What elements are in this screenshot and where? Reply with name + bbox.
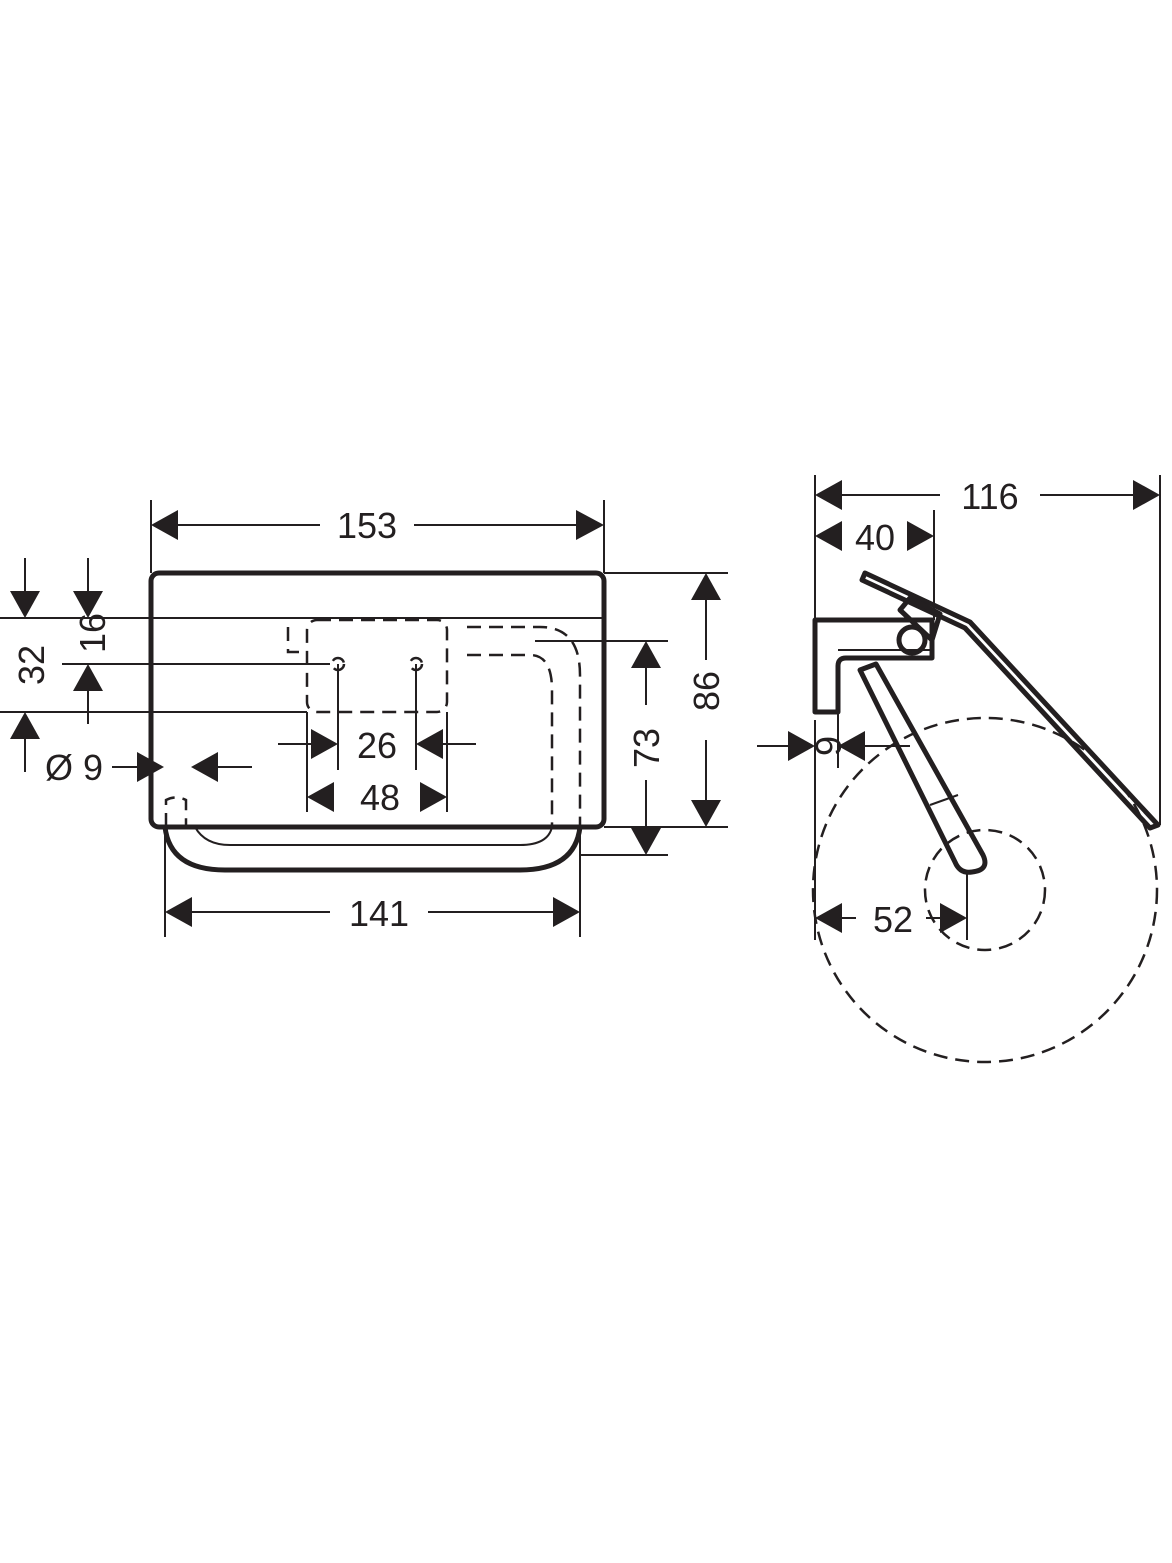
wall-bracket (812, 617, 935, 715)
paper-roll-hidden (811, 716, 1159, 1064)
label-16: 16 (72, 613, 113, 653)
mounting-plate-hidden (305, 618, 449, 714)
hidden-bar-outer (467, 625, 582, 827)
label-40: 40 (855, 517, 895, 558)
arrow-40-right (907, 521, 934, 551)
cover-outline (148, 570, 607, 830)
arrow-52-right (940, 903, 967, 933)
arrow-16-bottom (73, 664, 103, 691)
arrow-32-bottom (10, 712, 40, 739)
bar-inner-line (194, 826, 553, 846)
arrow-dia9-left (137, 752, 164, 782)
arrow-9-right (838, 731, 865, 761)
label-73: 73 (626, 728, 667, 768)
label-48: 48 (360, 777, 400, 818)
arrow-141-left (165, 897, 192, 927)
roll-core-hidden (923, 828, 1047, 952)
label-26: 26 (357, 725, 397, 766)
arrow-116-right (1133, 480, 1160, 510)
arrow-40-left (815, 521, 842, 551)
arrow-73-top (631, 641, 661, 668)
arrow-dia9-right (191, 752, 218, 782)
label-141: 141 (349, 893, 409, 934)
front-view: 153 141 86 73 32 (0, 500, 728, 937)
label-dia9: Ø 9 (45, 747, 103, 788)
arrow-153-right (576, 510, 604, 540)
arrow-73-bottom (631, 828, 661, 855)
roll-arm-detail (929, 794, 959, 806)
label-153: 153 (337, 505, 397, 546)
hidden-bar-inner (467, 653, 554, 827)
label-9-side: 9 (808, 736, 849, 756)
side-cover (859, 570, 1161, 831)
arrow-153-left (151, 510, 178, 540)
arrow-52-left (815, 903, 842, 933)
arrow-16-top (73, 591, 103, 618)
hinge-pin (896, 624, 928, 656)
arrow-48-left (307, 782, 334, 812)
arrow-116-left (815, 480, 842, 510)
arrow-141-right (553, 897, 580, 927)
arrow-26-right (416, 729, 443, 759)
arrow-48-right (420, 782, 447, 812)
arrow-32-top (10, 591, 40, 618)
label-52: 52 (873, 899, 913, 940)
roll-arm (857, 661, 988, 875)
bar-outline (162, 824, 583, 873)
label-116: 116 (961, 476, 1018, 517)
label-86: 86 (686, 671, 727, 711)
arrow-26-left (311, 729, 338, 759)
arrow-86-bottom (691, 800, 721, 827)
hidden-hole-9 (164, 796, 188, 827)
label-32: 32 (11, 645, 52, 685)
arrow-9-left (788, 731, 815, 761)
side-view: 116 40 9 52 (757, 475, 1161, 1064)
arrow-86-top (691, 573, 721, 600)
hidden-bracket-left (286, 627, 305, 654)
